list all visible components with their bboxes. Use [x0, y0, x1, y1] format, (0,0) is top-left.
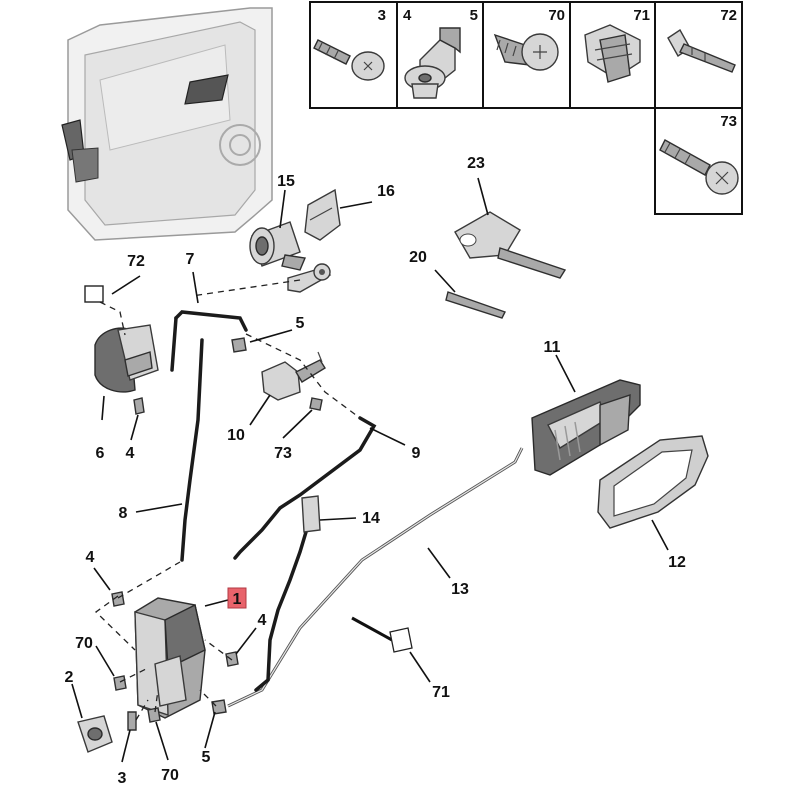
outer-handle-6	[94, 324, 159, 393]
leader-lines	[71, 177, 669, 763]
callout-11: 11	[544, 339, 561, 356]
callout-20: 20	[409, 249, 427, 266]
screw-4-right	[225, 651, 239, 667]
clip-71-icon	[584, 24, 641, 83]
callout-8: 8	[119, 505, 128, 522]
lock-barrel-15	[249, 221, 306, 271]
cell-label-73: 73	[720, 113, 737, 130]
bezel-12	[597, 435, 709, 529]
key-23	[454, 211, 567, 279]
screw-73-bracket	[309, 397, 323, 411]
callout-12: 12	[668, 554, 686, 571]
callout-9: 9	[412, 445, 421, 462]
lock-actuator-1	[134, 597, 206, 719]
callout-73: 73	[274, 445, 292, 462]
key-blade-20	[445, 291, 506, 319]
inner-handle-11	[531, 379, 641, 476]
callout-4a: 4	[126, 445, 135, 462]
callout-15: 15	[277, 173, 295, 190]
callout-71: 71	[432, 684, 450, 701]
clip-5-upper	[231, 337, 247, 353]
callout-2: 2	[65, 669, 74, 686]
screw-3-icon	[313, 39, 385, 81]
cell-label-70: 70	[548, 7, 565, 24]
cell-label-3: 3	[378, 7, 386, 24]
connector-14	[301, 495, 321, 533]
rivet-72-icon	[667, 28, 736, 73]
callout-4b: 4	[86, 549, 95, 566]
cell-label-5: 5	[470, 7, 478, 24]
screw-70-left	[113, 675, 127, 691]
cell-label-72: 72	[720, 7, 737, 24]
fastener-table: 3 4 5 70 71 72 73	[309, 1, 743, 215]
cell-label-4: 4	[403, 7, 412, 24]
clip-nut-4-5-icon	[404, 27, 461, 99]
callout-3: 3	[118, 770, 127, 787]
lock-lever	[287, 263, 332, 293]
highlight-1	[227, 587, 247, 609]
callout-70a: 70	[75, 635, 93, 652]
bracket-16	[304, 188, 341, 241]
bracket-10	[261, 351, 326, 401]
callout-13: 13	[451, 581, 469, 598]
screw-73-icon	[659, 139, 739, 195]
cell-label-71: 71	[633, 7, 650, 24]
callout-5a: 5	[296, 315, 305, 332]
callout-23: 23	[467, 155, 485, 172]
clip-5-lower	[211, 699, 227, 715]
callout-70b: 70	[161, 767, 179, 784]
screw-70-icon	[493, 33, 559, 71]
dashed-guides	[94, 279, 361, 721]
cable-13	[227, 447, 524, 708]
door-outline	[61, 7, 273, 241]
screw-4-handle	[133, 397, 145, 415]
callout-7: 7	[186, 251, 195, 268]
callout-14: 14	[362, 510, 380, 527]
callout-6: 6	[96, 445, 105, 462]
screw-70-bottom	[147, 707, 161, 723]
callout-5b: 5	[202, 749, 211, 766]
screw-3-bottom	[127, 711, 137, 731]
clip-71-marker	[351, 616, 413, 653]
actuator-2	[77, 715, 113, 753]
callout-4c: 4	[258, 612, 267, 629]
callout-16: 16	[377, 183, 395, 200]
screw-4-left	[111, 591, 125, 607]
cable-14	[254, 530, 308, 692]
callout-10: 10	[227, 427, 245, 444]
callout-labels: 1 2 3 4 4 4 5 5 6 7 8 9 10 11 12 13 14 1…	[65, 155, 686, 787]
rod-9	[233, 416, 377, 560]
rod-7-8	[180, 338, 204, 562]
callout-1: 1	[233, 591, 242, 608]
callout-72: 72	[127, 253, 145, 270]
rivet-72-marker	[84, 285, 104, 303]
rod-7-top	[174, 310, 248, 332]
